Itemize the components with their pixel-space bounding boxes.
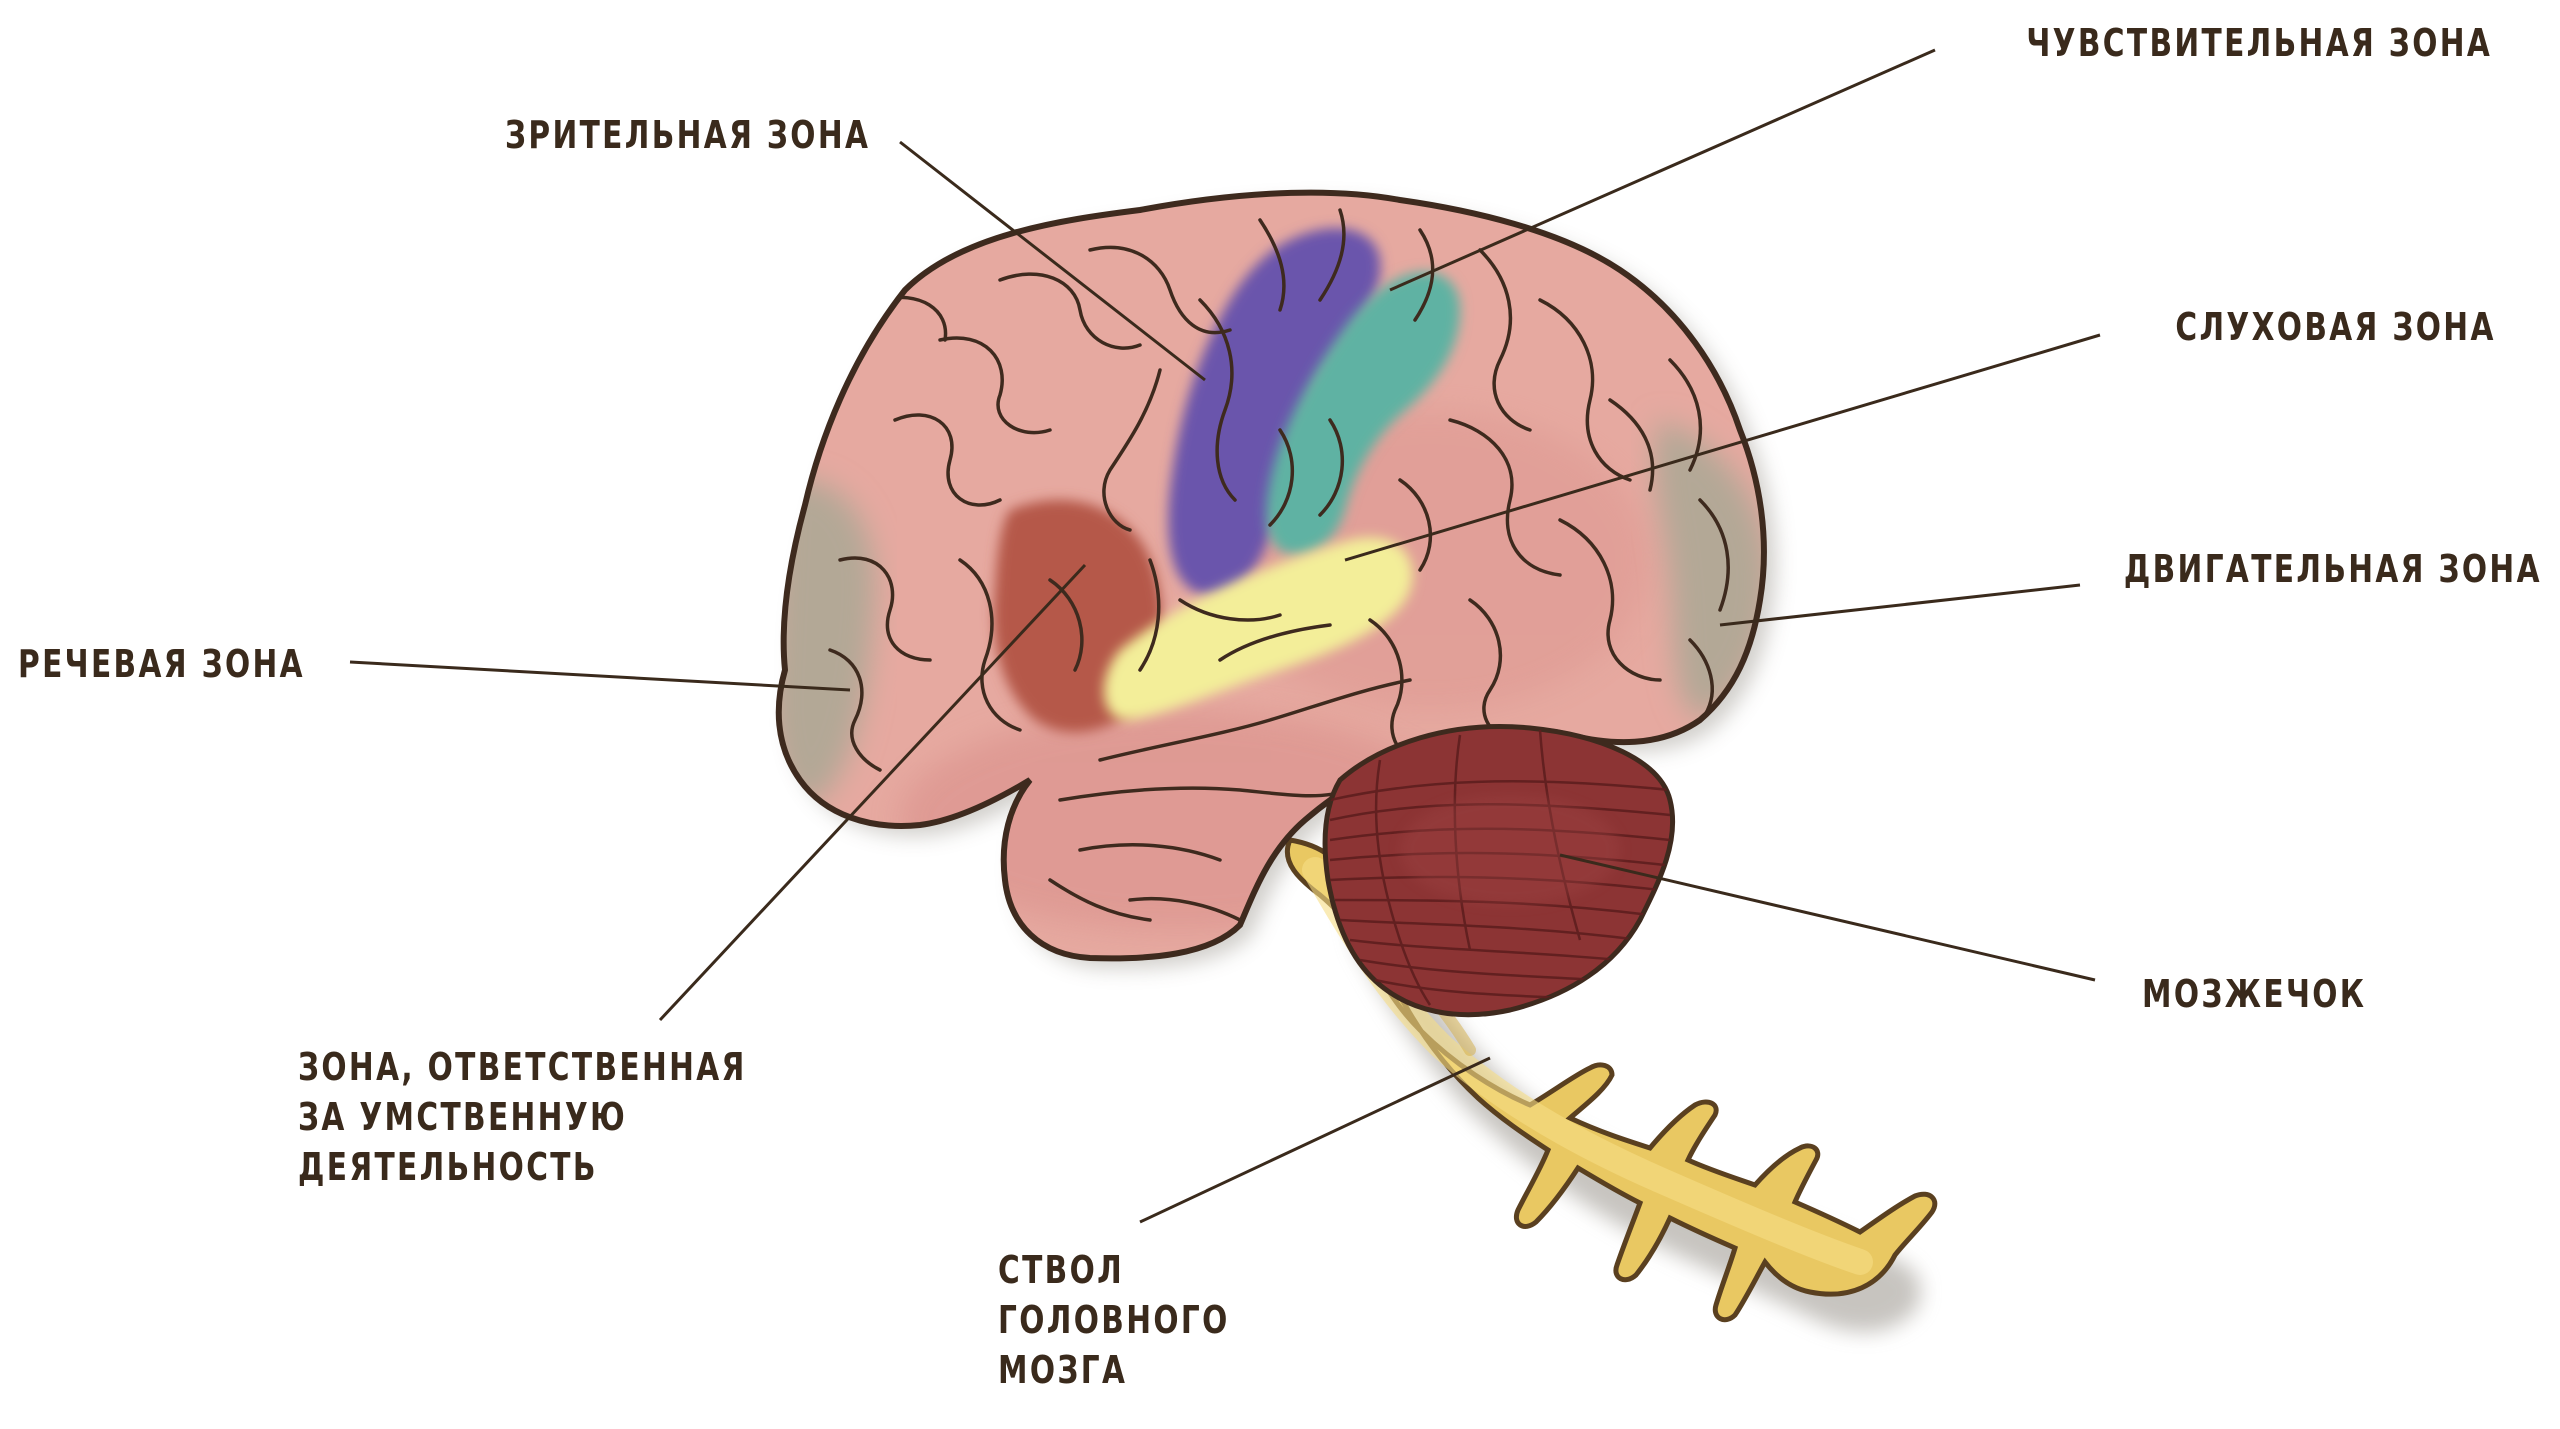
cerebellum	[1322, 724, 1676, 1018]
label-thinking-zone: ЗОНА, ОТВЕТСТВЕННАЯ ЗА УМСТВЕННУЮ ДЕЯТЕЛ…	[298, 1042, 747, 1192]
label-sensory-zone: ЧУВСТВИТЕЛЬНАЯ ЗОНА	[2026, 21, 2492, 65]
leader-line-brainstem	[1139, 1056, 1491, 1224]
leader-line-speech	[349, 660, 851, 692]
label-brainstem-line-1: СТВОЛ	[998, 1248, 1125, 1292]
label-motor-zone: ДВИГАТЕЛЬНАЯ ЗОНА	[2124, 547, 2542, 591]
leader-line-auditory	[1344, 333, 2101, 562]
cerebrum	[770, 193, 1770, 959]
label-visual-zone: ЗРИТЕЛЬНАЯ ЗОНА	[504, 113, 870, 157]
label-speech-zone: РЕЧЕВАЯ ЗОНА	[18, 642, 305, 686]
label-brainstem: СТВОЛ ГОЛОВНОГО МОЗГА	[998, 1245, 1230, 1395]
label-brainstem-line-2: ГОЛОВНОГО	[998, 1298, 1230, 1343]
leader-line-visual	[899, 140, 1206, 382]
leader-lines	[349, 48, 2101, 1224]
leader-line-motor	[1719, 583, 2081, 627]
label-brainstem-line-3: МОЗГА	[998, 1348, 1128, 1393]
label-thinking-zone-line-3: ДЕЯТЕЛЬНОСТЬ	[298, 1145, 598, 1190]
leader-line-cerebellum	[1559, 853, 2096, 982]
leader-line-sensory	[1389, 48, 1936, 292]
label-auditory-zone: СЛУХОВАЯ ЗОНА	[2175, 305, 2496, 349]
label-cerebellum: МОЗЖЕЧОК	[2142, 972, 2367, 1016]
label-thinking-zone-line-1: ЗОНА, ОТВЕТСТВЕННАЯ	[298, 1045, 747, 1089]
leader-line-thinking	[658, 563, 1087, 1022]
label-thinking-zone-line-2: ЗА УМСТВЕННУЮ	[298, 1095, 628, 1140]
